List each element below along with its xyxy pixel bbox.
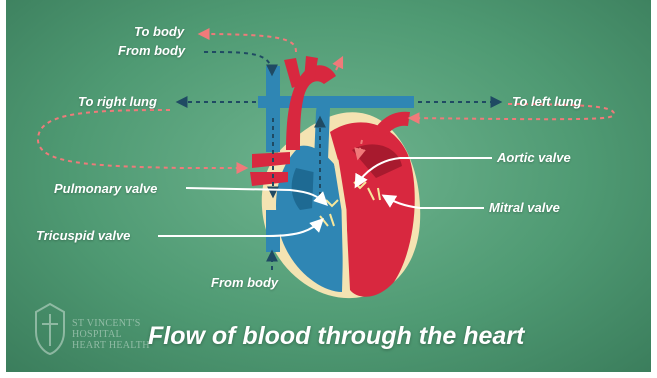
inferior-vena-cava — [266, 210, 280, 252]
pulmonary-artery-left-branch — [258, 96, 318, 108]
label-to-right-lung: To right lung — [78, 94, 157, 109]
logo-emblem-icon — [32, 302, 68, 356]
heart — [262, 112, 420, 298]
logo-line-3: HEART HEALTH — [72, 340, 150, 351]
arrow-from-body-top — [204, 52, 272, 74]
arrow-right-lung-return — [38, 110, 246, 168]
label-pulmonary-valve: Pulmonary valve — [54, 181, 157, 196]
frame-left — [0, 0, 6, 378]
label-to-body: To body — [134, 24, 184, 39]
slide-title: Flow of blood through the heart — [148, 322, 524, 351]
label-from-body-top: From body — [118, 43, 185, 58]
label-tricuspid-valve: Tricuspid valve — [36, 228, 130, 243]
hospital-logo: ST VINCENT'S HOSPITAL HEART HEALTH — [32, 302, 152, 358]
logo-text: ST VINCENT'S HOSPITAL HEART HEALTH — [72, 318, 150, 351]
label-to-left-lung: To left lung — [512, 94, 582, 109]
arrow-to-body — [200, 34, 296, 52]
label-from-body-bottom: From body — [211, 275, 278, 290]
superior-vena-cava — [266, 66, 280, 152]
frame-bottom — [0, 372, 657, 378]
arrow-to-body-2 — [336, 58, 342, 70]
right-heart-chambers — [276, 146, 344, 292]
aortic-branch-1 — [284, 58, 302, 88]
label-aortic-valve: Aortic valve — [497, 150, 571, 165]
logo-line-1: ST VINCENT'S — [72, 318, 150, 329]
logo-line-2: HOSPITAL — [72, 329, 150, 340]
frame-right — [651, 0, 657, 378]
label-mitral-valve: Mitral valve — [489, 200, 560, 215]
